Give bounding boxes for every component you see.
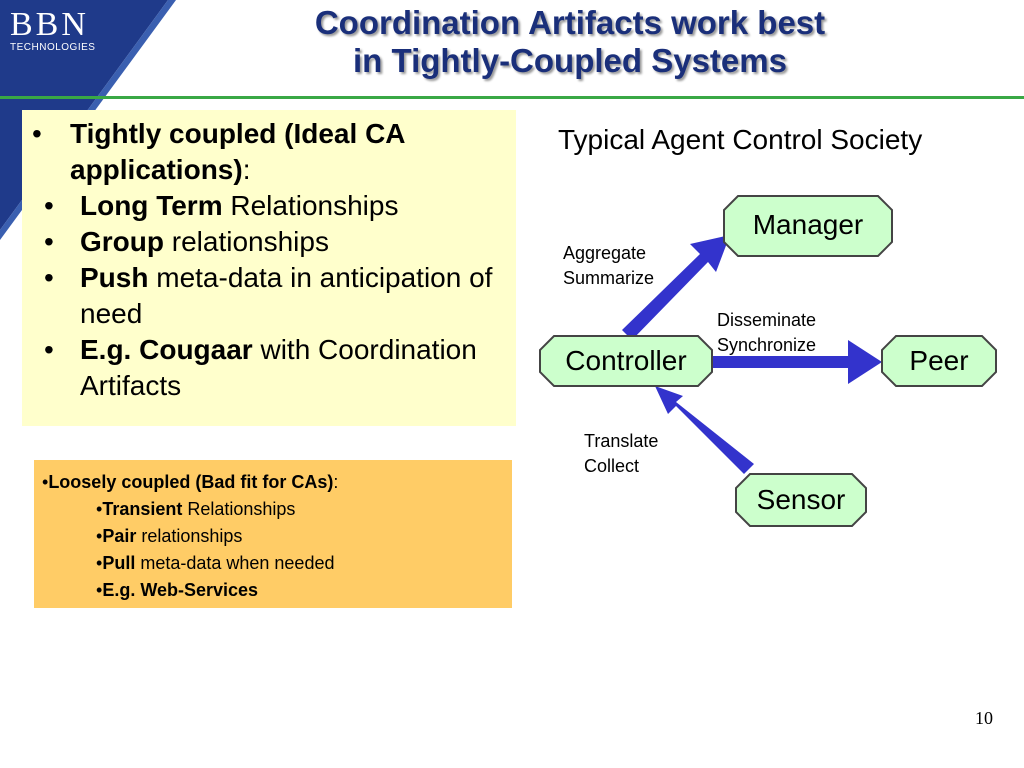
arrow-controller-to-peer [712,340,882,384]
list-item: •Group relationships [32,224,507,260]
list-item: •Push meta-data in anticipation of need [44,262,493,329]
edge-label-aggregate-summarize: Aggregate Summarize [563,243,655,288]
list-item: •Pair relationships [96,526,243,546]
list-item: •Pull meta-data when needed [96,553,335,573]
title-divider [0,96,1024,99]
node-manager-label: Manager [752,209,864,240]
list-item: •E.g. Cougaar with Coordination Artifact… [44,334,477,401]
edge-label-disseminate-synchronize: Disseminate Synchronize [717,310,817,355]
bullet-icon: • [44,190,54,221]
tightly-coupled-list: • Tightly coupled (Ideal CA applications… [32,116,507,404]
loosely-coupled-heading: •Loosely coupled (Bad fit for CAs): [42,472,339,492]
company-logo-subtitle: TECHNOLOGIES [10,42,96,53]
list-item: •Long Term Relationships [32,188,507,224]
node-sensor [735,473,867,527]
page-number: 10 [975,708,993,728]
node-peer-label: Peer [909,345,969,376]
slide-title-line1: Coordination Artifacts work best [314,4,826,41]
company-logo: BBN [10,6,89,43]
loosely-coupled-items: •Transient Relationships •Pair relations… [96,496,334,604]
node-manager [723,195,893,257]
bullet-icon: • [44,226,54,257]
list-item: •Transient Relationships [96,499,296,519]
arrow-controller-to-manager [622,235,730,340]
node-controller-label: Controller [565,345,687,376]
slide-title: Coordination Artifacts work best in Tigh… [170,4,970,80]
list-item: •E.g. Web-Services [96,580,259,600]
tightly-coupled-box: • Tightly coupled (Ideal CA applications… [22,110,516,426]
tightly-coupled-heading: Tightly coupled (Ideal CA applications): [70,118,405,185]
loosely-coupled-box: •Loosely coupled (Bad fit for CAs): •Tra… [34,460,512,608]
slide-title-line2: in Tightly-Coupled Systems [353,42,787,79]
node-peer [881,335,997,387]
bullet-icon: • [32,118,42,149]
bullet-icon: • [44,262,54,293]
node-sensor-label: Sensor [756,484,846,515]
diagram-title: Typical Agent Control Society [558,124,923,155]
tightly-coupled-items: •Long Term Relationships •Group relation… [32,188,507,404]
node-controller [539,335,713,387]
arrow-sensor-to-controller [655,386,754,474]
bullet-icon: • [44,334,54,365]
edge-label-translate-collect: Translate Collect [584,431,659,476]
